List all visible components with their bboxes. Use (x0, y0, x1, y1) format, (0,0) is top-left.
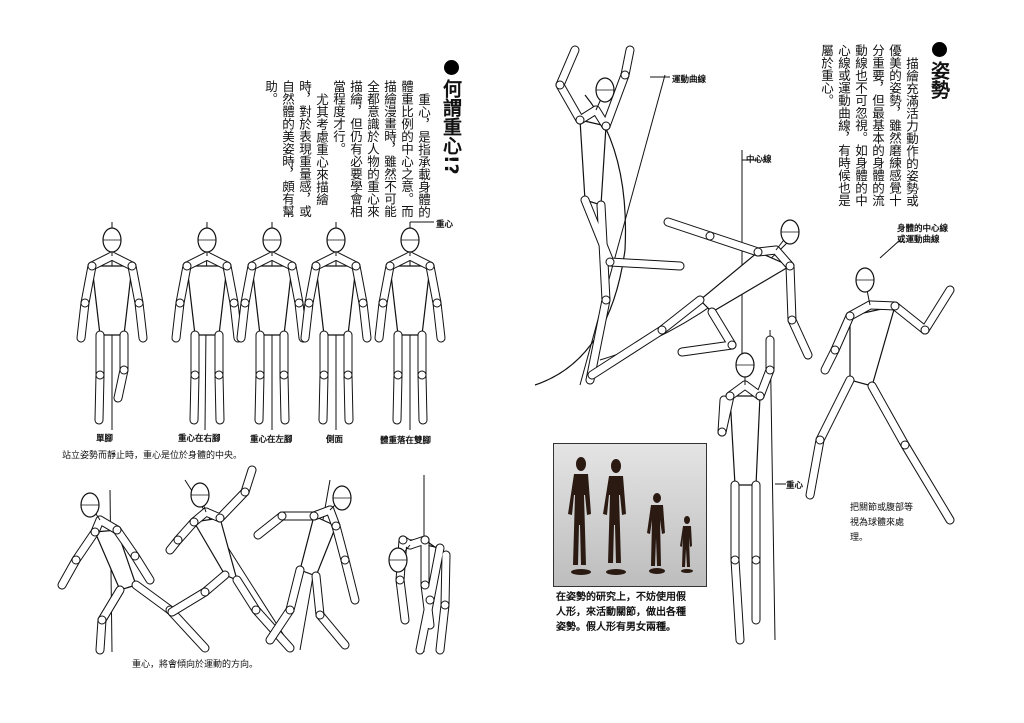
guide-line (109, 489, 113, 653)
standing-figure (76, 227, 148, 425)
mannequin-photo (553, 443, 707, 587)
action-figure (57, 492, 210, 655)
action-figure (253, 485, 360, 650)
label-line-1: 身體的中心線 (897, 224, 949, 234)
figure-label-1: 單腳 (96, 434, 114, 444)
guide-line (879, 239, 901, 259)
action-figure (805, 267, 955, 525)
label-center-of-gravity-right: 重心 (786, 481, 804, 491)
label-line-2: 或運動曲線 (897, 235, 940, 245)
standing-figure (374, 227, 446, 425)
caption-photo: 在姿勢的研究上，不妨使用假 人形，來活動關節，做出各種 姿勢。假人形有男女兩種。 (556, 590, 686, 635)
standing-figure (300, 227, 372, 425)
caption-motion: 重心，將會傾向於運動的方向。 (132, 660, 259, 670)
bullet-icon (931, 42, 947, 57)
figure-label-2: 重心在右腳 (178, 434, 221, 444)
label-center-line: 中心線 (746, 155, 772, 165)
bullet-icon (443, 60, 459, 75)
heading-text: 姿勢 (928, 61, 950, 99)
action-figure (388, 535, 451, 655)
heading-posture: 姿勢 (926, 42, 953, 99)
action-figure (555, 45, 685, 385)
label-motion-curve: 運動曲線 (672, 75, 707, 85)
paragraph-2: 尤其考慮重心來描繪時，對於表現重量感，或自然體的美姿時，頗有幫助。 (263, 80, 329, 218)
caption-standing: 站立姿勢而靜止時，重心是位於身體的中央。 (62, 451, 243, 461)
mannequin-silhouettes (568, 457, 693, 575)
guide-line (579, 74, 666, 386)
caption-line: 在姿勢的研究上，不妨使用假 (556, 592, 686, 603)
caption-line: 把關節或腹部等 (850, 503, 914, 513)
caption-line: 人形，來活動關節，做出各種 (556, 607, 686, 618)
caption-joints: 把關節或腹部等 視為球體來處 理。 (850, 501, 913, 546)
intro-text: 重心，是指承載身體的體重比例的中心之意。而描繪漫畫時，雖然不可能全都意識於人物的… (262, 80, 432, 222)
heading-text: 何謂重心!? (440, 79, 462, 175)
standing-figure (171, 227, 243, 425)
figure-label-4: 側面 (326, 435, 344, 445)
guide-line (769, 329, 776, 641)
standing-figure (236, 227, 308, 425)
action-figure (587, 217, 813, 380)
action-figure (717, 335, 775, 645)
posture-text: 描繪充滿活力動作的姿勢或優美的姿勢，雖然磨練感覺十分重要，但最基本的身體的流動線… (819, 44, 919, 207)
caption-line: 姿勢。假人形有男女兩種。 (556, 622, 676, 633)
guide-line (184, 479, 291, 646)
heading-center-of-gravity: 何謂重心!? (438, 60, 465, 175)
caption-line: 視為球體來處 (850, 518, 905, 528)
paragraph-1: 重心，是指承載身體的體重比例的中心之意。而描繪漫畫時，雖然不可能全都意識於人物的… (331, 80, 431, 218)
action-figure (165, 465, 295, 653)
label-body-line: 身體的中心線 或運動曲線 (897, 224, 948, 246)
figure-label-3: 重心在左腳 (250, 435, 293, 445)
motion-curve (534, 94, 627, 386)
caption-line: 理。 (850, 533, 869, 543)
label-center-of-gravity: 重心 (436, 220, 454, 230)
figure-label-5: 體重落在雙腳 (380, 436, 432, 446)
